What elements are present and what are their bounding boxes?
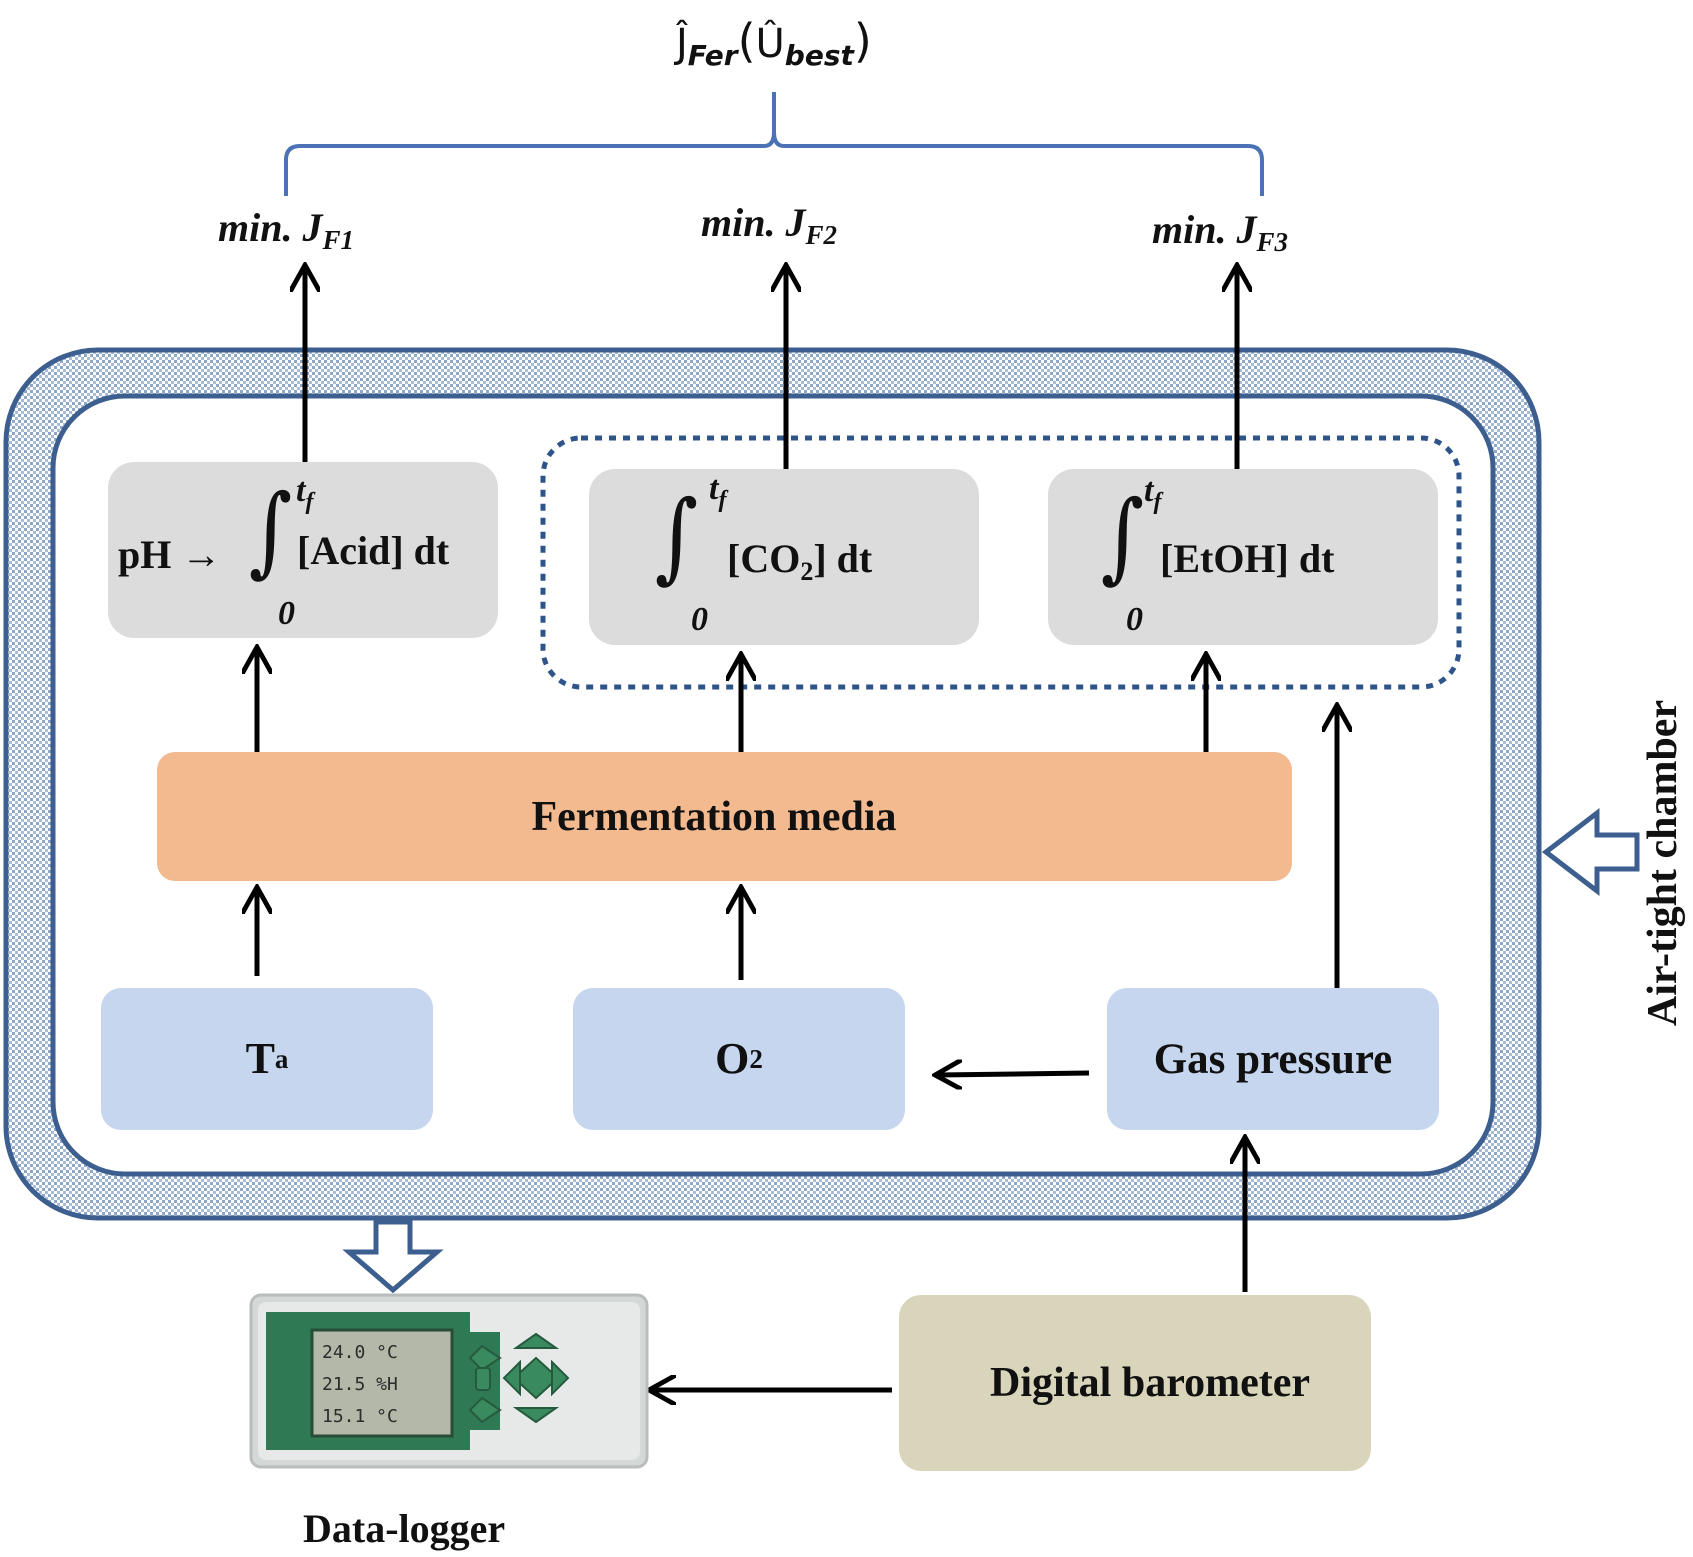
co2-body-sub: 2 (800, 557, 814, 586)
hollow-arrow-into-chamber (1541, 807, 1640, 897)
co2-integral-box (589, 469, 979, 645)
arrow-gas-to-o2 (938, 1073, 1090, 1075)
acid-integral-sign: ∫ (248, 474, 293, 588)
acid-lower-limit: 0 (278, 595, 295, 632)
datalogger-screen-line3: 15.1 °C (322, 1406, 398, 1427)
measured-outputs-region (540, 435, 1462, 690)
co2-body-a: [CO (727, 536, 801, 581)
co2-upper-t: t (709, 470, 719, 507)
objective-close-paren: ) (853, 14, 872, 68)
jf1-sub: F1 (322, 225, 354, 255)
fermentation-media-label: Fermentation media (531, 793, 897, 840)
etoh-upper-sub: f (1153, 489, 1162, 515)
objective-open-paren: ( (737, 14, 756, 68)
fermentation-media-box (157, 752, 1292, 881)
etoh-upper-t: t (1144, 472, 1154, 509)
jf2-sub: F2 (805, 220, 837, 250)
jf3-label: min. J (1152, 207, 1257, 252)
digital-barometer-box (899, 1295, 1371, 1471)
objective-argument-subscript: best (784, 39, 854, 72)
gas-pressure-label: Gas pressure (1153, 1035, 1393, 1083)
acid-integral-box (108, 462, 498, 638)
ta-sub: a (274, 1043, 289, 1074)
o2-box (573, 988, 905, 1130)
o2-sub: 2 (749, 1043, 763, 1074)
datalogger-screen-line1: 24.0 °C (322, 1342, 398, 1363)
co2-upper-sub: f (718, 487, 727, 513)
co2-lower-limit: 0 (691, 601, 708, 638)
objective-argument: Û (755, 21, 785, 67)
jf3-sub: F3 (1256, 227, 1288, 257)
co2-body-b: ] dt (813, 536, 873, 581)
etoh-lower-limit: 0 (1126, 601, 1143, 638)
objective-symbol: Ĵ (676, 21, 688, 67)
acid-upper-t: t (296, 472, 306, 509)
jf2-label: min. J (701, 200, 806, 245)
acid-prefix: pH → (118, 532, 222, 577)
datalogger-keypad (468, 1332, 570, 1424)
gas-pressure-box (1107, 988, 1439, 1130)
datalogger-screen-line2: 21.5 %H (322, 1374, 398, 1395)
co2-integral-sign: ∫ (654, 480, 699, 594)
data-logger-label: Data-logger (303, 1506, 506, 1551)
etoh-integral-sign: ∫ (1100, 480, 1145, 594)
co2-body: [CO2] dt (727, 539, 872, 585)
objective-subscript: Fer (687, 39, 738, 72)
objective-jf2: min. JF2 (701, 203, 837, 249)
o2-main: O (715, 1034, 750, 1083)
objective-jf3: min. JF3 (1152, 210, 1288, 256)
acid-upper-sub: f (305, 489, 314, 515)
ta-main: T (245, 1034, 275, 1083)
overall-objective: ĴFer(Ûbest) (676, 18, 872, 70)
etoh-body: [EtOH] dt (1160, 536, 1335, 581)
co2-upper-limit: tf (709, 470, 727, 513)
acid-upper-limit: tf (296, 472, 314, 515)
hollow-arrow-chamber-to-logger (342, 1219, 444, 1294)
acid-body: [Acid] dt (297, 528, 450, 573)
objective-jf1: min. JF1 (218, 208, 354, 254)
jf1-label: min. J (218, 205, 323, 250)
air-tight-chamber-label: Air-tight chamber (1640, 699, 1687, 1027)
digital-barometer-label: Digital barometer (990, 1360, 1310, 1406)
data-logger-device: 24.0 °C 21.5 %H 15.1 °C (249, 1293, 649, 1469)
objective-brace (284, 92, 1264, 196)
etoh-integral-box (1048, 469, 1438, 645)
etoh-upper-limit: tf (1144, 472, 1162, 515)
ta-box (101, 988, 433, 1130)
